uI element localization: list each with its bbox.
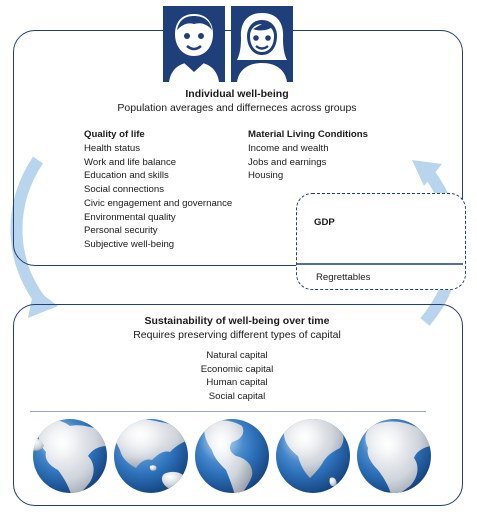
capital-list: Natural capital Economic capital Human c… (13, 349, 461, 404)
globe-icon (357, 419, 431, 493)
gdp-box (296, 193, 466, 290)
sustainability-subtitle: Requires preserving different types of c… (133, 329, 341, 341)
list-item: Natural capital (206, 350, 268, 361)
man-icon (163, 6, 225, 82)
sustainability-title: Sustainability of well-being over time (144, 315, 330, 327)
list-item: Social capital (208, 391, 266, 403)
individual-title: Individual well-being (185, 88, 289, 100)
list-item: Income and wealth (248, 143, 329, 154)
list-item: Jobs and earnings (248, 156, 327, 168)
list-item: Personal security (84, 225, 158, 237)
list-item: Civic engagement and governance (84, 197, 233, 209)
globe-icon (33, 419, 107, 493)
gdp-label: GDP (314, 217, 335, 228)
list-item: Economic capital (200, 363, 274, 375)
regrettables-label: Regrettables (316, 272, 371, 283)
quality-of-life-list: Health status Work and life balance Educ… (84, 142, 232, 252)
separator-line (30, 411, 426, 412)
list-item: Social connections (84, 184, 164, 196)
list-item: Environmental quality (84, 211, 176, 223)
globe-icon (114, 419, 188, 493)
quality-of-life-heading: Quality of life (84, 129, 145, 140)
globe-icon (276, 419, 350, 493)
material-heading: Material Living Conditions (248, 129, 368, 140)
list-item: Education and skills (84, 170, 169, 182)
sustainability-box (13, 304, 463, 506)
list-item: Subjective well-being (84, 238, 175, 250)
list-item: Housing (248, 170, 284, 182)
list-item: Work and life balance (84, 156, 177, 168)
individual-subtitle: Population averages and differneces acro… (117, 102, 357, 114)
globe-icon (195, 419, 269, 493)
curved-arrow-icon (10, 156, 58, 318)
list-item: Human capital (206, 377, 268, 389)
material-list: Income and wealth Jobs and earnings Hous… (248, 142, 329, 183)
woman-icon (231, 6, 293, 82)
list-item: Health status (84, 143, 140, 154)
